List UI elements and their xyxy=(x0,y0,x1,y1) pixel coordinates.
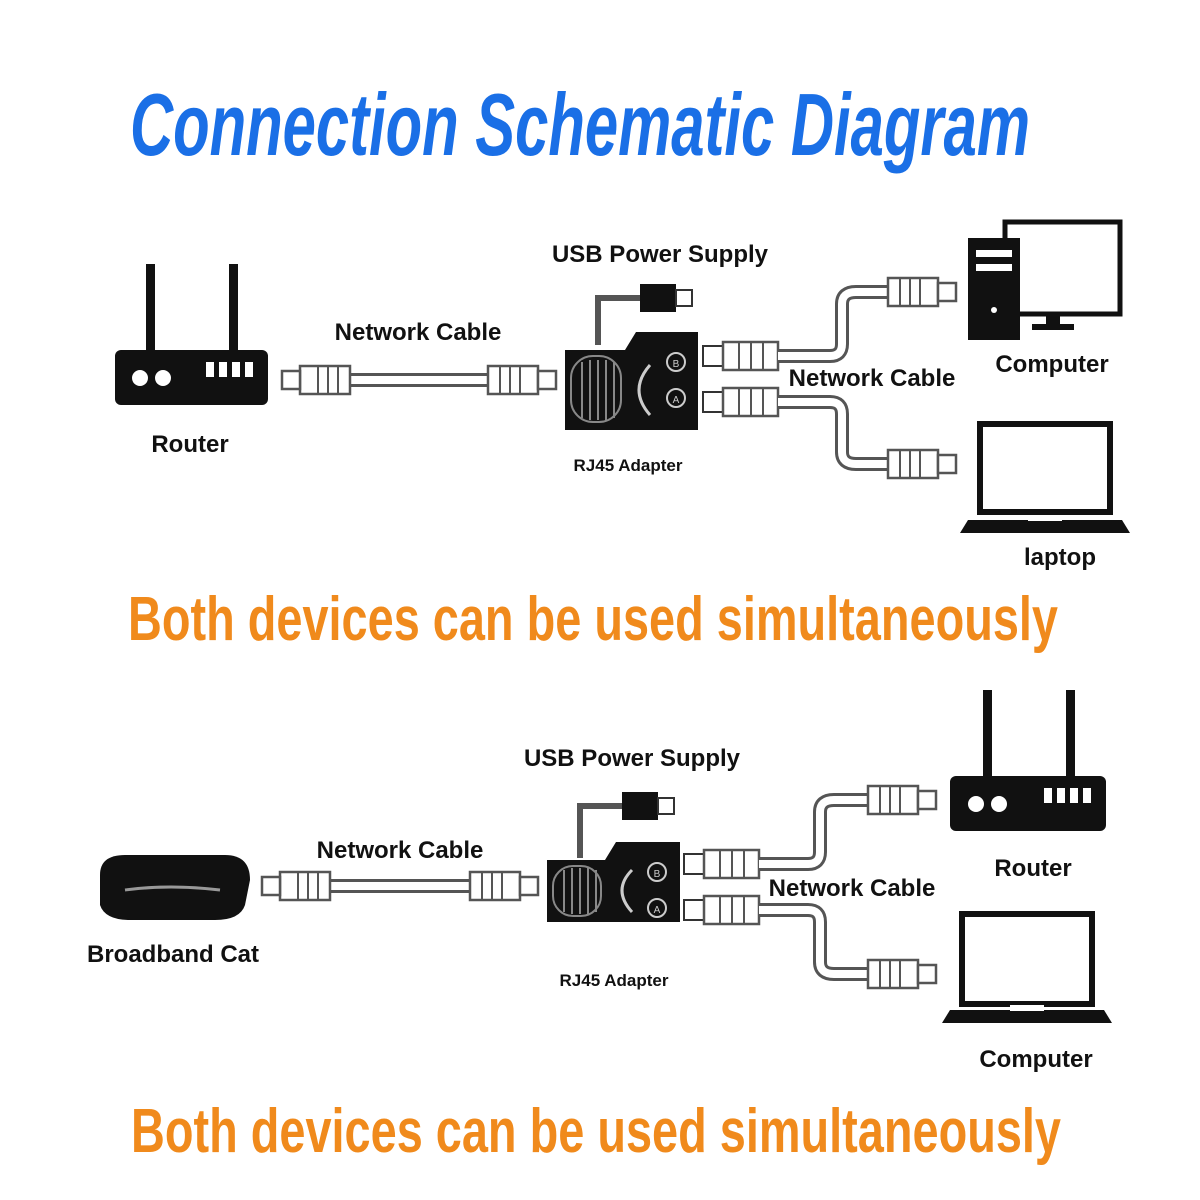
bottom-usb-power-label: USB Power Supply xyxy=(524,745,741,772)
svg-text:B: B xyxy=(654,869,661,880)
bottom-usb-power-cable xyxy=(577,792,675,858)
svg-text:A: A xyxy=(673,395,680,406)
top-adapter-label: RJ45 Adapter xyxy=(574,456,683,475)
broadband-modem-icon xyxy=(100,855,250,920)
top-rj45-adapter: B A xyxy=(565,332,780,430)
diagram-title: Connection Schematic Diagram xyxy=(130,75,1030,174)
top-slogan: Both devices can be used simultaneously xyxy=(128,585,1058,654)
bottom-cable-out-label: Network Cable xyxy=(769,875,936,902)
bottom-cable-in-label: Network Cable xyxy=(317,837,484,864)
svg-text:A: A xyxy=(654,905,661,916)
laptop-icon xyxy=(942,911,1112,1023)
laptop-icon xyxy=(960,421,1130,533)
desktop-computer-icon xyxy=(968,219,1123,340)
bottom-output-network-cables xyxy=(759,784,938,990)
bottom-adapter-label: RJ45 Adapter xyxy=(560,971,669,990)
top-cable-out-label: Network Cable xyxy=(789,365,956,392)
bottom-slogan: Both devices can be used simultaneously xyxy=(131,1097,1061,1166)
top-input-network-cable xyxy=(280,364,558,396)
bottom-router-label: Router xyxy=(994,855,1071,882)
bottom-input-network-cable xyxy=(260,870,540,902)
top-router-label: Router xyxy=(151,431,228,458)
bottom-computer-label: Computer xyxy=(979,1046,1092,1073)
top-output-network-cables xyxy=(778,276,958,480)
top-schematic: Router Network Cable USB Power Supply xyxy=(115,219,1130,571)
router-icon xyxy=(950,690,1106,831)
top-computer-label: Computer xyxy=(995,351,1108,378)
bottom-schematic: Broadband Cat Network Cable USB Power Su… xyxy=(87,690,1112,1073)
svg-text:B: B xyxy=(673,359,680,370)
bottom-broadband-label: Broadband Cat xyxy=(87,941,259,968)
top-cable-in-label: Network Cable xyxy=(335,319,502,346)
top-usb-power-cable xyxy=(595,284,693,345)
router-icon xyxy=(115,264,268,405)
top-laptop-label: laptop xyxy=(1024,544,1096,571)
bottom-rj45-adapter: B A xyxy=(547,842,761,926)
top-usb-power-label: USB Power Supply xyxy=(552,241,769,268)
